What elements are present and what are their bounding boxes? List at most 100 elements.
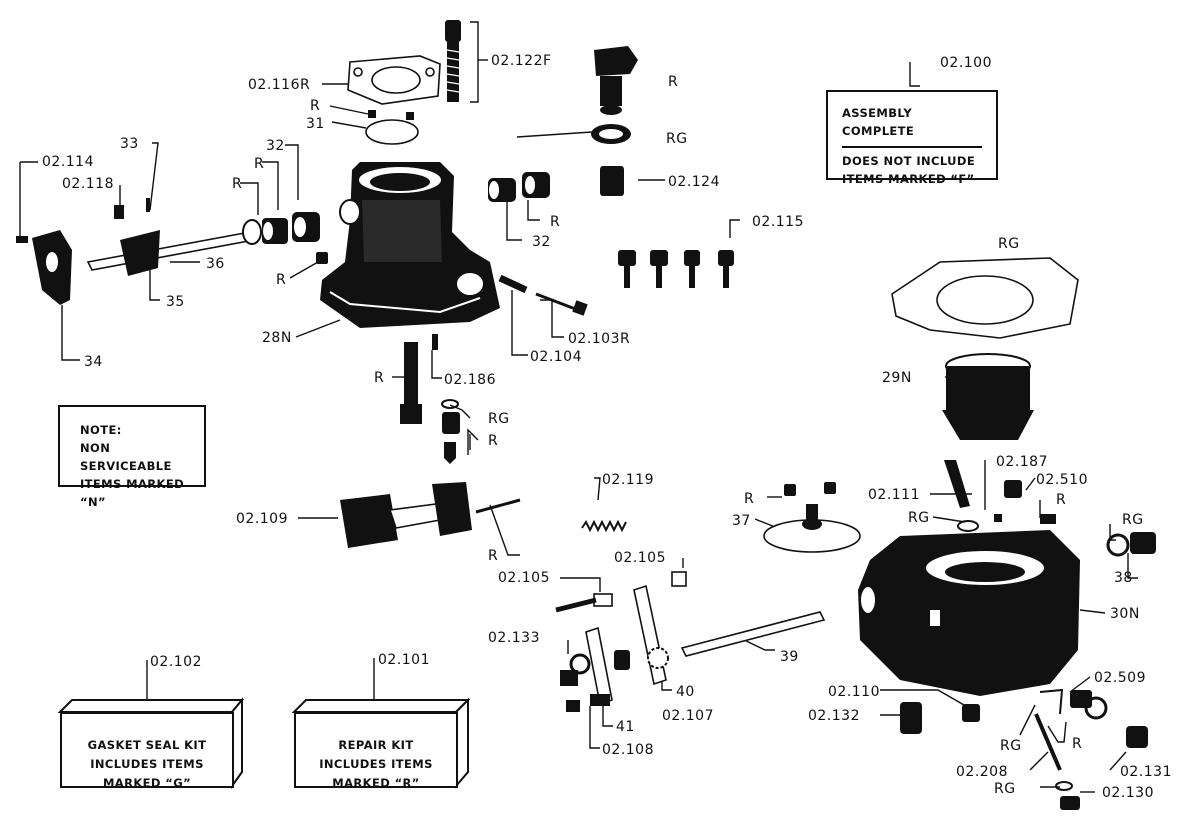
label-31: 31 (306, 116, 325, 132)
label-02-108: 02.108 (602, 742, 654, 758)
label-RG: RG (998, 236, 1020, 252)
label-40: 40 (676, 684, 695, 700)
screen-02124 (600, 166, 624, 196)
clips-02105 (555, 571, 687, 613)
label-RG: RG (994, 781, 1016, 797)
shaft-39 (680, 611, 826, 657)
assembly-line-1: ASSEMBLY COMPLETE (842, 106, 915, 138)
label-38: 38 (1114, 570, 1133, 586)
label-02-131: 02.131 (1120, 764, 1172, 780)
screw-02118 (114, 205, 124, 219)
label-02-509: 02.509 (1094, 670, 1146, 686)
label-28N: 28N (262, 330, 292, 346)
label-30N: 30N (1110, 606, 1140, 622)
note-line-2: NON SERVICEABLE (80, 441, 172, 473)
shaft-bushings (242, 212, 320, 245)
cover-plate (365, 119, 419, 145)
label-02-102: 02.102 (150, 654, 202, 670)
label-R: R (374, 370, 384, 386)
label-34: 34 (84, 354, 103, 370)
repair-kit-line-1: REPAIR KIT (338, 738, 414, 752)
float-02109 (340, 482, 472, 548)
label-02-105: 02.105 (498, 570, 550, 586)
label-39: 39 (780, 649, 799, 665)
gasket-kit-line-2: INCLUDES ITEMS (90, 757, 204, 771)
label-33: 33 (120, 136, 139, 152)
label-32: 32 (266, 138, 285, 154)
washers-02133 (560, 653, 591, 686)
lever-41 (585, 626, 613, 706)
label-R: R (744, 491, 754, 507)
label-02-186: 02.186 (444, 372, 496, 388)
label-RG: RG (488, 411, 510, 427)
label-02-107: 02.107 (662, 708, 714, 724)
throttle-lever (32, 230, 72, 305)
label-29N: 29N (882, 370, 912, 386)
pin-33 (146, 198, 150, 212)
label-02-208: 02.208 (956, 764, 1008, 780)
label-R: R (232, 176, 242, 192)
plug-38 (1106, 532, 1156, 557)
bowl-top-parts (944, 460, 1056, 532)
label-02-132: 02.132 (808, 708, 860, 724)
label-02-130: 02.130 (1102, 785, 1154, 801)
label-R: R (310, 98, 320, 114)
label-02-103R: 02.103R (568, 331, 630, 347)
label-R: R (276, 272, 286, 288)
assembly-box: ASSEMBLY COMPLETE DOES NOT INCLUDE ITEMS… (826, 90, 998, 186)
bowl-gasket (891, 257, 1079, 339)
spring-02119 (581, 519, 627, 533)
assembly-line-3: ITEMS MARKED “F” (842, 172, 975, 186)
banjo-fitting (594, 46, 638, 115)
label-02-118: 02.118 (62, 176, 114, 192)
label-R: R (254, 156, 264, 172)
label-R: R (550, 214, 560, 230)
label-32: 32 (532, 234, 551, 250)
label-02-187: 02.187 (996, 454, 1048, 470)
disc-37 (763, 504, 861, 553)
label-41: 41 (616, 719, 635, 735)
label-02-115: 02.115 (752, 214, 804, 230)
label-02-110: 02.110 (828, 684, 880, 700)
bottom-parts (900, 688, 1148, 810)
pin-02186 (432, 334, 438, 350)
idle-spring-02104 (498, 274, 528, 294)
label-R: R (488, 433, 498, 449)
parts-02108 (566, 694, 610, 712)
label-02-116R: 02.116R (248, 77, 310, 93)
label-02-510: 02.510 (1036, 472, 1088, 488)
note-line-3: ITEMS MARKED “N” (80, 477, 185, 509)
screws-02115 (618, 250, 734, 288)
label-R: R (668, 74, 678, 90)
label-RG: RG (666, 131, 688, 147)
label-36: 36 (206, 256, 225, 272)
label-02-114: 02.114 (42, 154, 94, 170)
small-plug (316, 252, 328, 264)
idle-screw-02103R (535, 292, 588, 316)
label-02-105: 02.105 (614, 550, 666, 566)
top-gasket (347, 55, 441, 105)
float-pin (475, 498, 521, 514)
throttle-shaft (86, 230, 256, 276)
bushings-32 (488, 172, 550, 202)
label-02-119: 02.119 (602, 472, 654, 488)
screw-02107 (614, 647, 669, 670)
label-RG: RG (1000, 738, 1022, 754)
disc-screws (784, 482, 836, 496)
label-RG: RG (1122, 512, 1144, 528)
gasket-kit-line-1: GASKET SEAL KIT (87, 738, 207, 752)
lever-40 (633, 584, 667, 686)
throttle-body (320, 162, 500, 328)
banjo-washer (591, 124, 631, 144)
assembly-divider (842, 146, 982, 148)
label-02-101: 02.101 (378, 652, 430, 668)
gasket-screws (368, 110, 414, 120)
top-stud (445, 20, 461, 102)
label-R: R (1056, 492, 1066, 508)
label-37: 37 (732, 513, 751, 529)
label-R: R (1072, 736, 1082, 752)
label-02-109: 02.109 (236, 511, 288, 527)
label-02-133: 02.133 (488, 630, 540, 646)
label-RG: RG (908, 510, 930, 526)
